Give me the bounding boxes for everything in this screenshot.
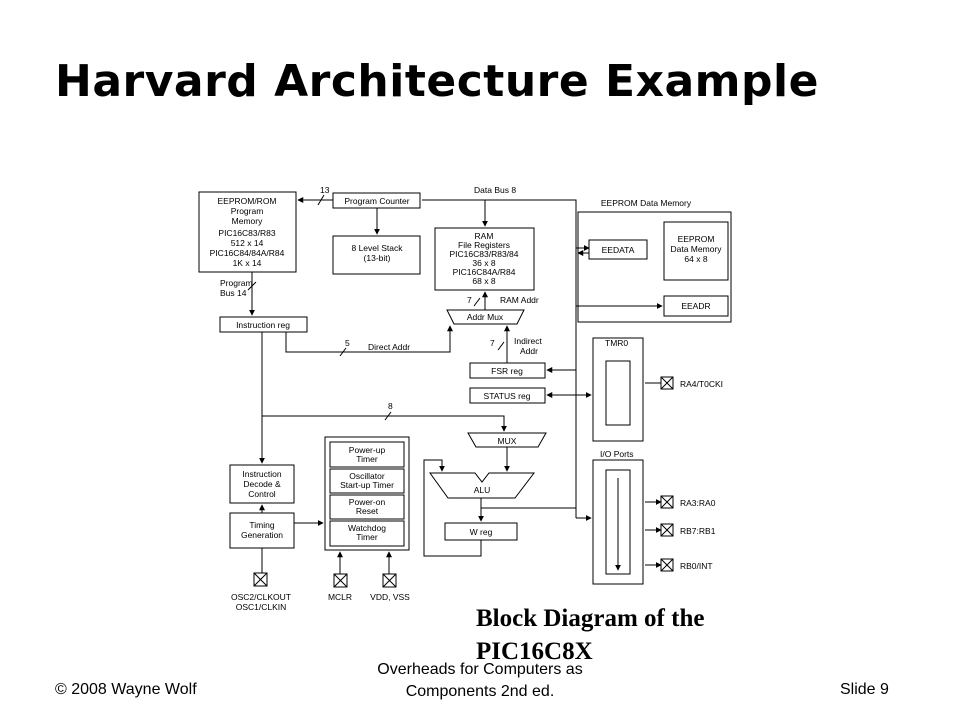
eeadr-label: EEADR (681, 301, 710, 311)
power-on-label-1: Power-on (349, 497, 386, 507)
power-up-label-1: Power-up (349, 445, 386, 455)
power-group-box (324, 436, 410, 551)
program-bus-label-1: Program (220, 278, 253, 288)
stack-label-1: 8 Level Stack (351, 243, 403, 253)
watchdog-label-1: Watchdog (348, 523, 386, 533)
mclr-pin-label: MCLR (328, 592, 352, 602)
instruction-reg-box (219, 316, 308, 333)
osc-pin-label-1: OSC2/CLKOUT (231, 592, 291, 602)
timing-label-2: Generation (241, 530, 283, 540)
instruction-decode-label-3: Control (248, 489, 276, 499)
mux-label: MUX (498, 436, 517, 446)
stack-box (332, 235, 421, 275)
tmr0-box (592, 337, 644, 442)
direct-addr-label: Direct Addr (368, 342, 410, 352)
program-memory-label: EEPROM/ROM (217, 196, 276, 206)
program-counter-label: Program Counter (344, 196, 409, 206)
eedata-label: EEDATA (602, 245, 635, 255)
program-memory-box (198, 191, 297, 273)
ram-label-3: PIC16C83/R83/84 (450, 249, 519, 259)
footer-slide-number: Slide 9 (840, 681, 889, 698)
vdd-pin-label: VDD, VSS (370, 592, 410, 602)
w-reg-label: W reg (470, 527, 493, 537)
ram-label-2: File Registers (458, 240, 510, 250)
timing-label-1: Timing (249, 520, 274, 530)
osc-pin-label-2: OSC1/CLKIN (236, 602, 287, 612)
power-on-label-2: Reset (356, 506, 379, 516)
program-memory-label-5: 512 x 14 (231, 238, 264, 248)
instruction-decode-box (229, 464, 295, 504)
ram-label-6: 68 x 8 (472, 276, 495, 286)
eeprom-area-box (577, 211, 732, 323)
program-memory-label-3: Memory (232, 216, 263, 226)
addr-mux-shape (446, 309, 525, 325)
mux-shape (467, 432, 547, 448)
diagram-caption: Block Diagram of the PIC16C8X (476, 605, 705, 665)
eeprom-block-box (663, 221, 729, 281)
ram-label-5: PIC16C84A/R84 (453, 267, 516, 277)
bus-width-5: 5 (345, 338, 350, 348)
ram-label-1: RAM (475, 231, 494, 241)
alu-shape (429, 472, 536, 499)
program-memory-label-4: PIC16C83/R83 (218, 228, 275, 238)
indirect-addr-label-1: Indirect (514, 336, 543, 346)
slide-title: Harvard Architecture Example (55, 56, 819, 107)
ram-label-4: 36 x 8 (472, 258, 495, 268)
status-reg-box (469, 387, 546, 404)
program-memory-label-6: PIC16C84/84A/R84 (210, 248, 285, 258)
osc-pin-icon (253, 572, 268, 587)
ram-addr-label: RAM Addr (500, 295, 539, 305)
bus-width-7a: 7 (467, 295, 472, 305)
addr-mux-label: Addr Mux (467, 312, 504, 322)
eeprom-block-label-1: EEPROM (678, 234, 715, 244)
alu-label: ALU (474, 485, 491, 495)
oscillator-label-2: Start-up Timer (340, 480, 394, 490)
power-up-label-2: Timer (356, 454, 378, 464)
block-diagram: EEPROM/ROM Program Memory PIC16C83/R83 5… (198, 185, 732, 612)
fsr-reg-label: FSR reg (491, 366, 523, 376)
ra-pin-label: RA3:RA0 (680, 498, 716, 508)
bus-width-8: 8 (388, 401, 393, 411)
footer-copyright: © 2008 Wayne Wolf (55, 681, 197, 698)
instruction-decode-label-1: Instruction (242, 469, 281, 479)
watchdog-label-2: Timer (356, 532, 378, 542)
indirect-addr-label-2: Addr (520, 346, 538, 356)
data-bus-label: Data Bus 8 (474, 185, 516, 195)
bus-width-7b: 7 (490, 338, 495, 348)
program-bus-label-2: Bus 14 (220, 288, 247, 298)
program-memory-label-2: Program (231, 206, 264, 216)
ram-box (434, 227, 535, 291)
eeadr-box (663, 295, 729, 317)
program-memory-label-7: 1K x 14 (233, 258, 262, 268)
tmr0-label: TMR0 (605, 338, 628, 348)
instruction-reg-label: Instruction reg (236, 320, 290, 330)
footer-course: Overheads for Computers as Components 2n… (377, 661, 583, 700)
ra4-pin-label: RA4/T0CKI (680, 379, 723, 389)
bus-width-13: 13 (320, 185, 330, 195)
status-reg-label: STATUS reg (484, 391, 531, 401)
rb7-pin-label: RB7:RB1 (680, 526, 716, 536)
oscillator-label-1: Oscillator (349, 471, 385, 481)
eeprom-block-label-3: 64 x 8 (684, 254, 707, 264)
eeprom-area-label: EEPROM Data Memory (601, 198, 692, 208)
io-ports-label: I/O Ports (600, 449, 634, 459)
rb0-pin-label: RB0/INT (680, 561, 713, 571)
stack-label-2: (13-bit) (364, 253, 391, 263)
eeprom-block-label-2: Data Memory (670, 244, 722, 254)
instruction-decode-label-2: Decode & (243, 479, 281, 489)
io-ports-box (592, 459, 644, 585)
